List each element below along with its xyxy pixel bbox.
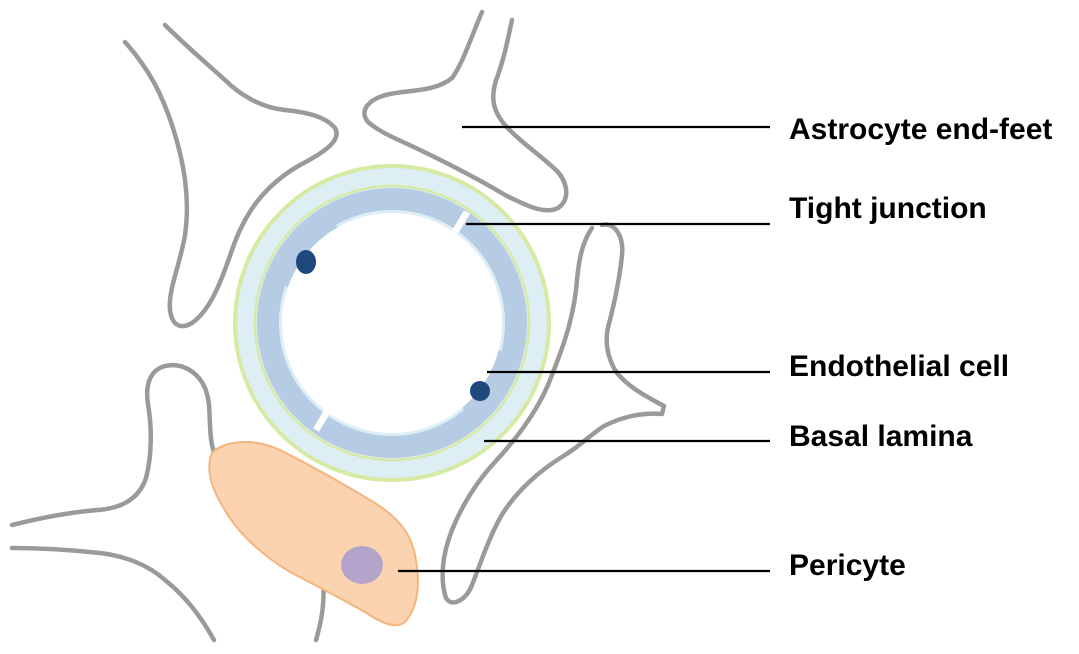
endothelium <box>268 199 516 447</box>
endothelial-nucleus-left <box>296 250 316 274</box>
endothelial-nucleus-right <box>470 381 490 401</box>
label-basal-lamina: Basal lamina <box>789 420 973 453</box>
pericyte-nucleus <box>341 546 383 584</box>
label-tight-junction: Tight junction <box>789 192 987 225</box>
lumen <box>282 213 502 433</box>
label-pericyte: Pericyte <box>789 549 906 582</box>
label-astrocyte-end-feet: Astrocyte end-feet <box>789 113 1052 146</box>
labels: Astrocyte end-feet Tight junction Endoth… <box>789 113 1052 582</box>
label-endothelial-cell: Endothelial cell <box>789 350 1009 383</box>
